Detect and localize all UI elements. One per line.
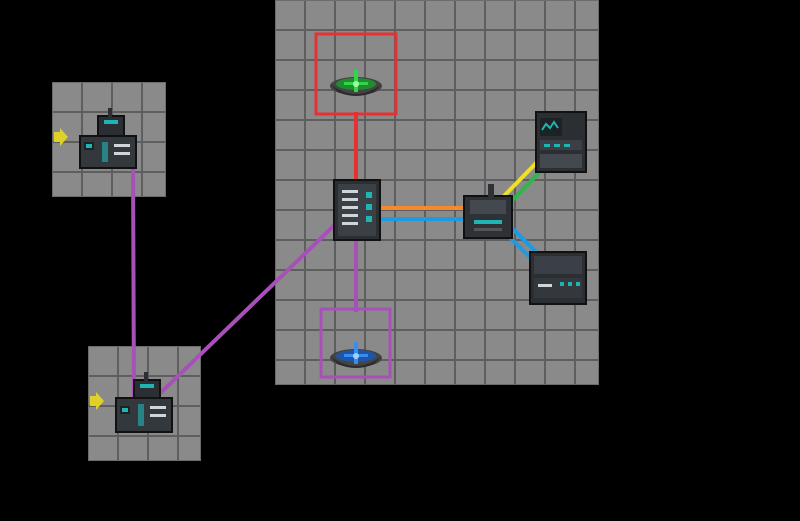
left-top-room-floor bbox=[52, 82, 166, 197]
left-bottom-room-floor bbox=[88, 346, 201, 461]
main-room-floor bbox=[275, 0, 599, 385]
